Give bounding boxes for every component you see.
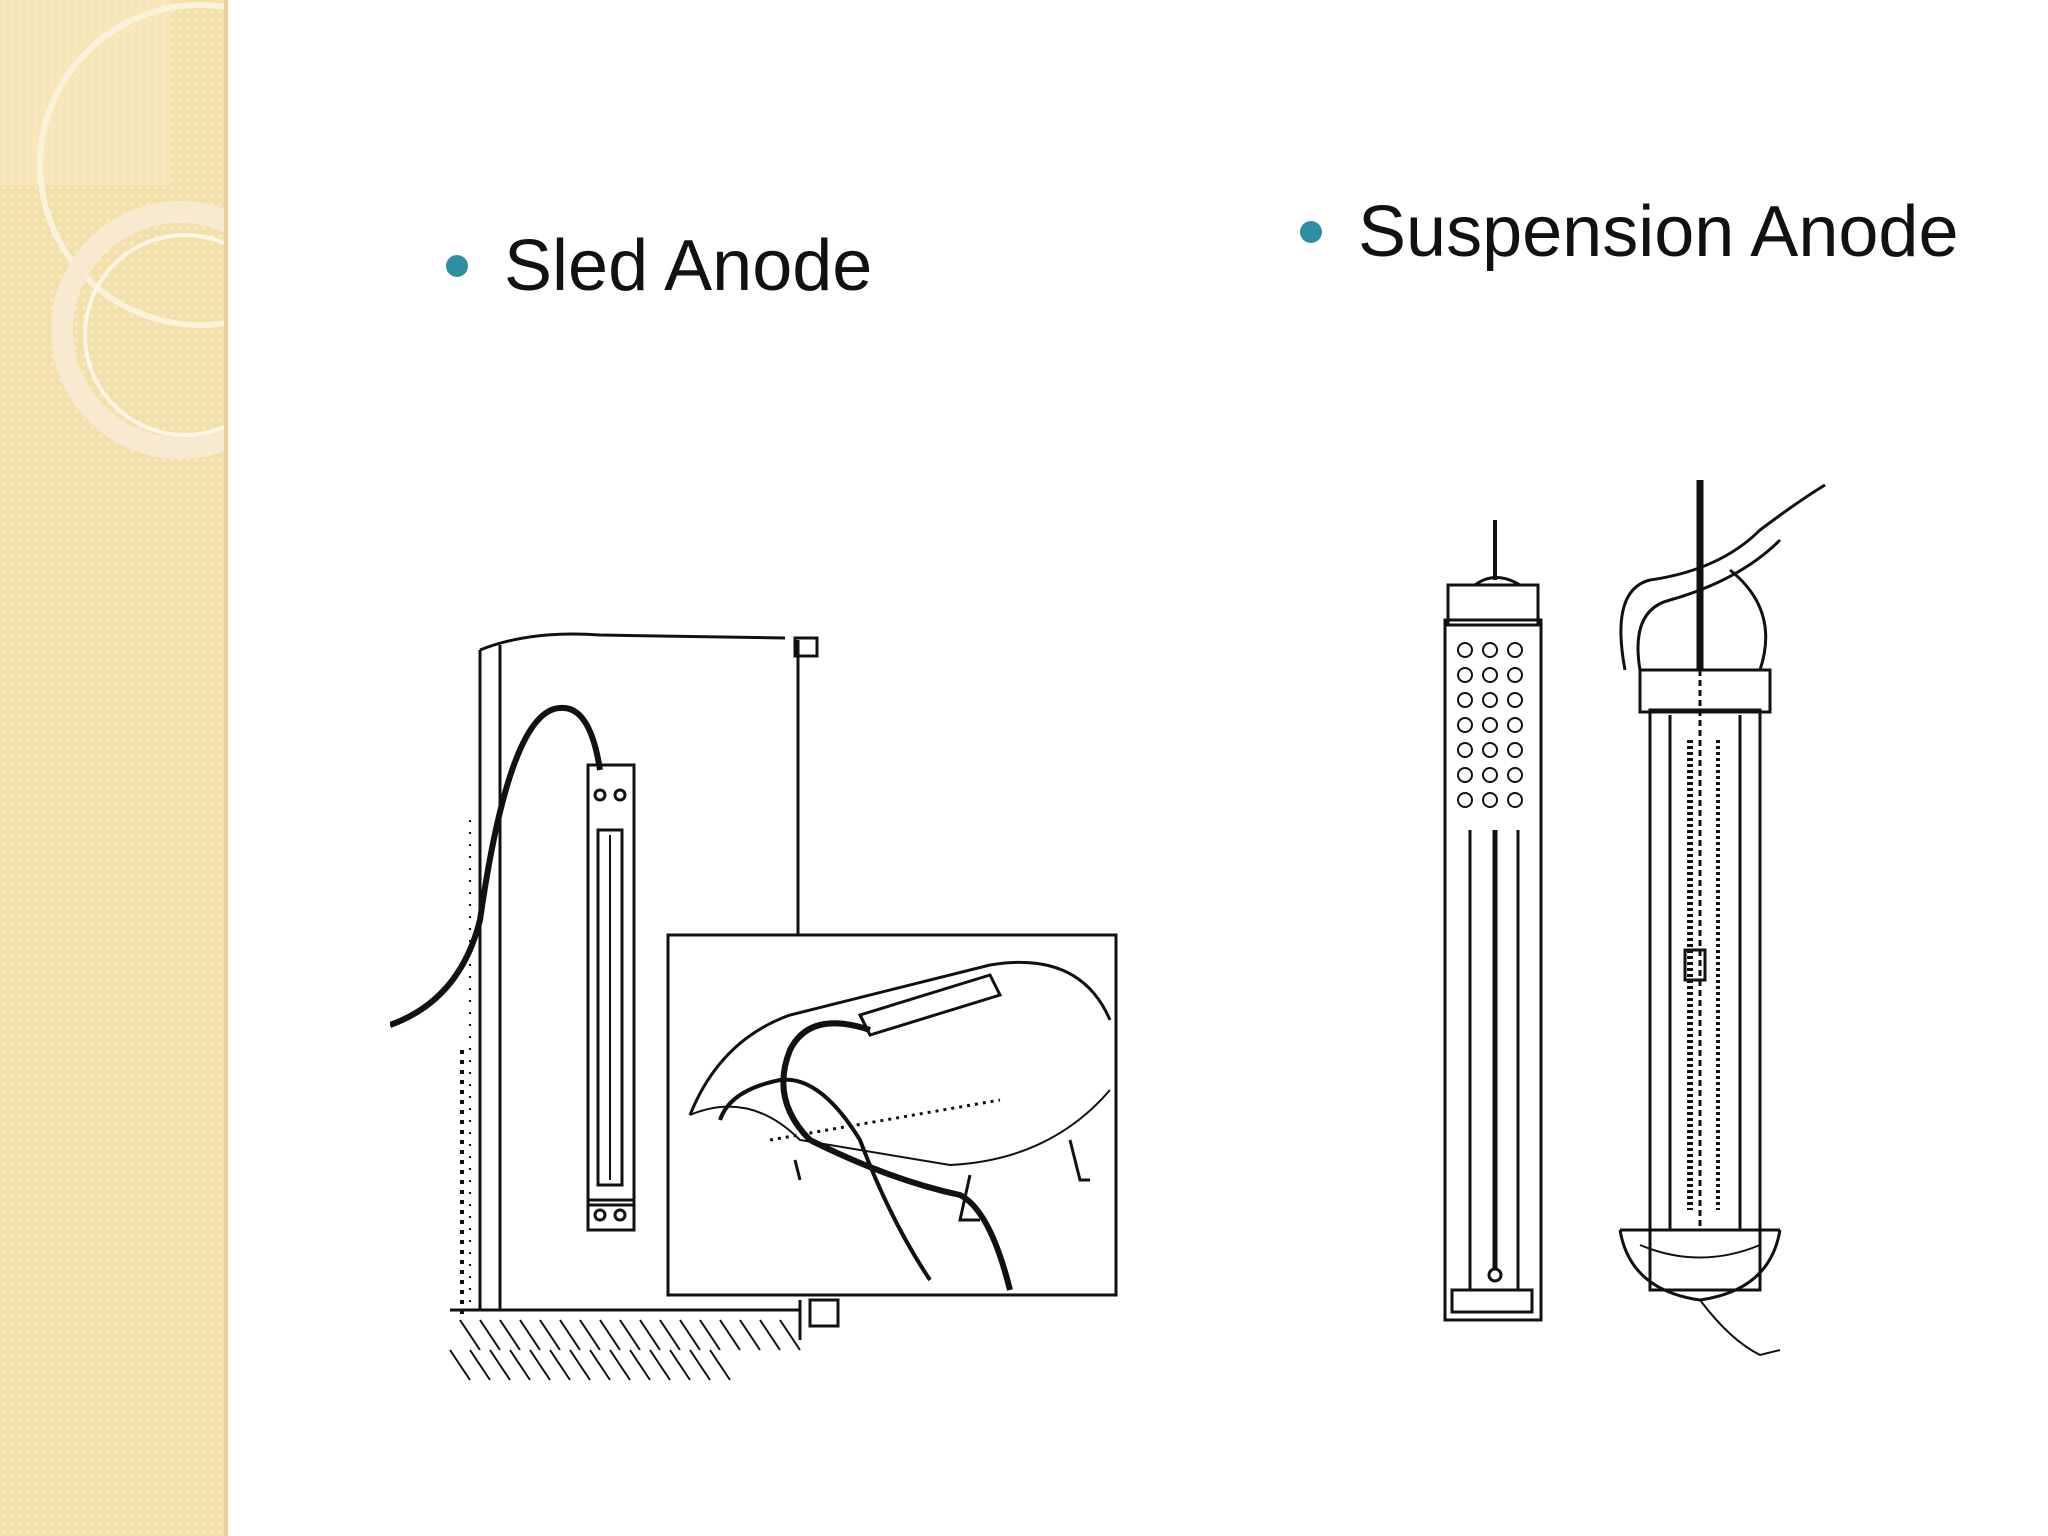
sidebar-edge xyxy=(224,0,228,1536)
bullet-sled-anode: Sled Anode xyxy=(446,230,872,302)
bullet-label: Sled Anode xyxy=(504,226,873,306)
decorative-rings xyxy=(0,0,228,459)
sled-anode-illustration xyxy=(390,632,1118,1381)
bullet-suspension-anode: Suspension Anode xyxy=(1300,196,1959,268)
bullet-label: Suspension Anode xyxy=(1358,192,1959,272)
bullet-dot xyxy=(1300,221,1322,243)
suspension-anode-illustration xyxy=(1443,480,1826,1357)
bullet-dot xyxy=(446,255,468,277)
decorative-sidebar xyxy=(0,0,228,1536)
